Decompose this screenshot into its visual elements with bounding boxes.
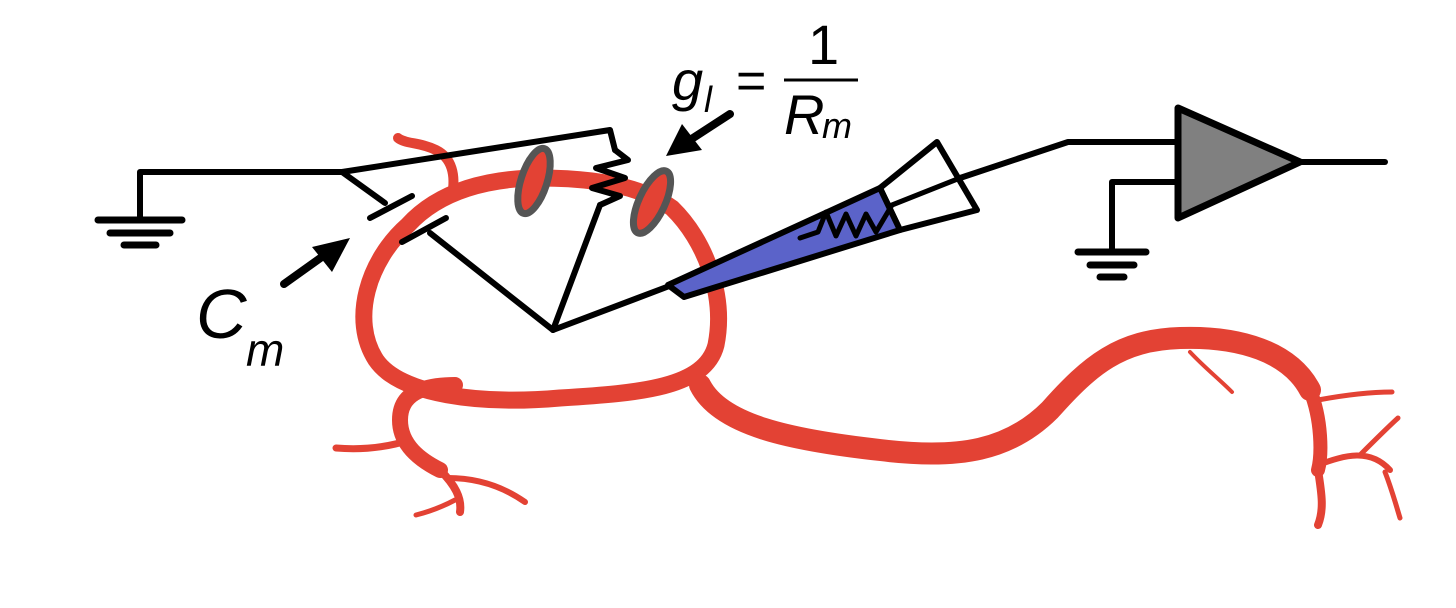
ground-symbol-icon: [94, 216, 186, 249]
wire-capacitor-down: [427, 230, 556, 333]
neuron-terminal-branch-4: [1382, 469, 1403, 521]
neuron-dendrite-left-4: [445, 475, 528, 505]
neuron-axon-trunk: [689, 326, 1321, 465]
capacitor-plate-bottom: [399, 215, 449, 245]
neuron-dendrite-left-2: [436, 466, 465, 516]
cm-label-main: C: [196, 275, 247, 353]
fraction-denominator-main: R: [784, 83, 824, 146]
wire-to-capacitor: [339, 169, 388, 206]
arrow-icon: [666, 110, 734, 156]
neuron-terminal-branch-3: [1357, 415, 1401, 458]
neuron-terminal-branch-5: [1315, 389, 1395, 403]
circuit-wires: [137, 127, 1388, 333]
ion-channel-icon: [514, 144, 554, 218]
wire-to-pipette: [550, 282, 675, 333]
ground-symbol-icon: [1074, 248, 1150, 281]
gl-label-main: g: [672, 49, 703, 112]
neuron-dendrite-left-3: [413, 497, 458, 518]
gl-equation: g l = 1 R m: [672, 13, 858, 146]
neuron-dendrite-left-main: [391, 377, 463, 478]
cm-label-subscript: m: [246, 324, 284, 376]
equals-sign: =: [736, 52, 766, 110]
neuron-side-branch-1: [1188, 350, 1234, 394]
neuron-terminal-branch-1: [1314, 466, 1326, 529]
resistor-icon: [589, 147, 631, 208]
fraction-denominator-subscript: m: [822, 105, 852, 146]
amplifier-icon: [1174, 104, 1304, 222]
pipette-glass: [665, 185, 903, 300]
ion-channel-icon: [629, 167, 675, 237]
wire-top-branch: [339, 127, 618, 175]
gl-label-subscript: l: [704, 79, 713, 120]
neuron-dendrite-left-1: [332, 436, 414, 453]
pipette-resistor-icon: [797, 175, 963, 241]
neuron-terminal-branch-2: [1315, 452, 1393, 473]
capacitor-plate-top: [367, 193, 415, 221]
neuron-top-process: [393, 133, 459, 201]
ion-channels: [514, 144, 675, 237]
capacitor-icon: [367, 193, 449, 245]
cm-label: C m: [196, 275, 284, 376]
wire-pipette-to-amp: [957, 139, 1181, 181]
wire-amp-ground: [1109, 179, 1181, 253]
wire-left-ground: [137, 169, 345, 223]
recording-pipette: [665, 139, 980, 300]
wire-resistor-down: [550, 202, 603, 333]
arrow-icon: [280, 238, 350, 288]
fraction-numerator: 1: [808, 13, 839, 76]
